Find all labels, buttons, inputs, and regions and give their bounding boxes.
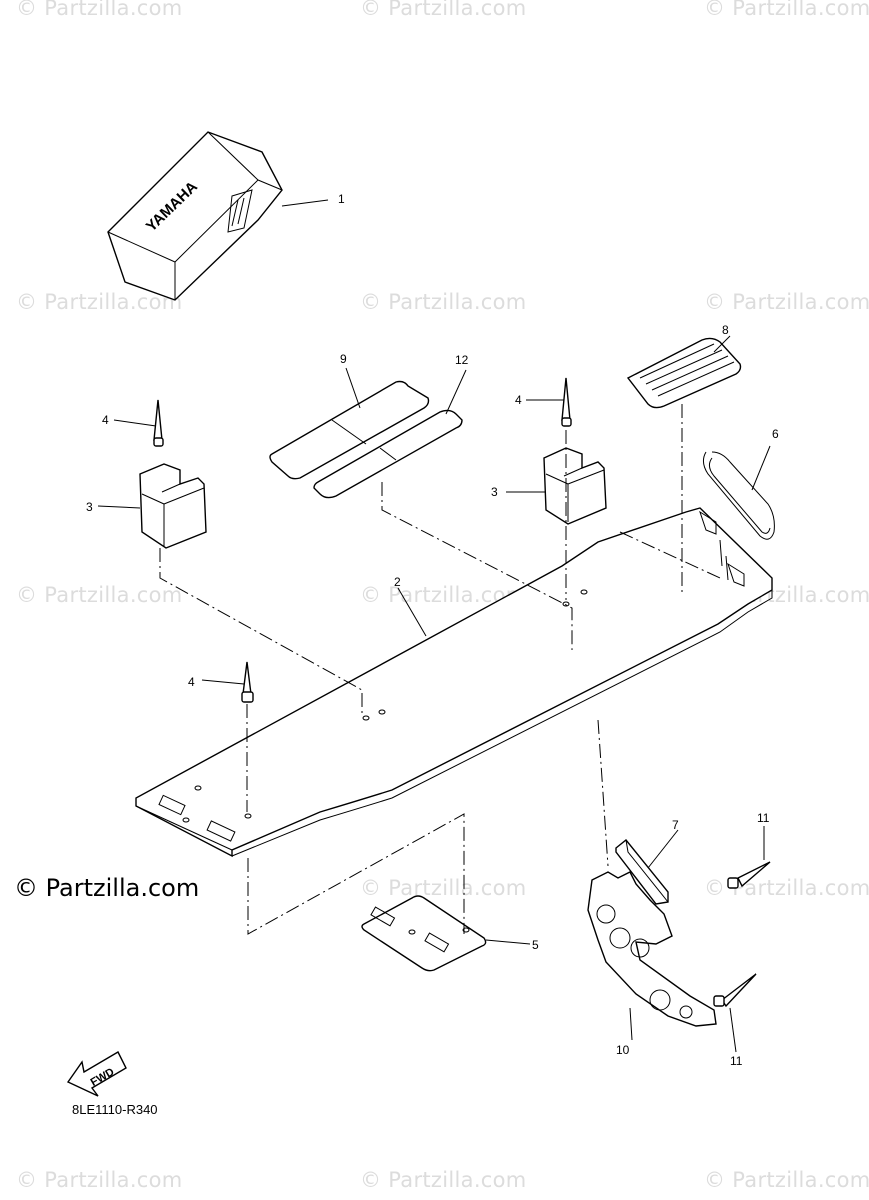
part-10-gasket [587,871,717,1027]
part-3-bracket-right [543,447,607,525]
callout-9: 9 [340,352,347,366]
fwd-arrow-icon: FWD [66,1051,127,1097]
watermark: © Partzilla.com [704,290,869,314]
callout-7: 7 [672,818,679,832]
part-6-rod [702,451,775,540]
part-12-decal [313,409,463,499]
watermark: © Partzilla.com [704,1168,869,1192]
callout-3: 3 [86,500,93,514]
callout-11: 11 [730,1054,743,1068]
callout-8: 8 [722,323,729,337]
watermark: © Partzilla.com [704,0,869,20]
part-8-pad [626,337,742,409]
part-11-pin-lower [713,973,757,1008]
callout-3: 3 [491,485,498,499]
part-1-cover: YAMAHA [107,131,283,301]
callout-4: 4 [515,393,522,407]
callout-11: 11 [757,811,770,825]
watermark: © Partzilla.com [360,0,527,20]
watermark: © Partzilla.com [16,1168,183,1192]
watermark: © Partzilla.com [360,1168,527,1192]
part-4-rivet-lower [241,661,254,703]
reference-code: 8LE1110-R340 [72,1102,158,1117]
callout-10: 10 [616,1043,630,1057]
projection-lines [159,404,721,935]
part-2-tray [135,507,773,858]
watermark: © Partzilla.com [16,0,183,20]
callout-2: 2 [394,575,401,589]
part-3-bracket-left [139,463,207,549]
callout-5: 5 [532,938,539,952]
callout-6: 6 [772,427,779,441]
leader-lines [97,199,771,1053]
callout-12: 12 [455,353,469,367]
watermark: © Partzilla.com [16,290,183,314]
watermark: © Partzilla.com [16,583,183,607]
part-9-decal [269,380,430,480]
callout-1: 1 [338,192,345,206]
callout-4: 4 [102,413,109,427]
watermark: © Partzilla.com [360,290,527,314]
part-11-pin-upper [727,861,771,889]
callout-4: 4 [188,675,195,689]
partzilla-brand: © Partzilla.com [14,874,200,902]
watermark: © Partzilla.com [360,876,527,900]
part-5-plate [361,895,487,972]
part-4-rivet-left [153,399,164,447]
part-7-block [615,839,669,905]
part-4-rivet-right [561,377,572,427]
